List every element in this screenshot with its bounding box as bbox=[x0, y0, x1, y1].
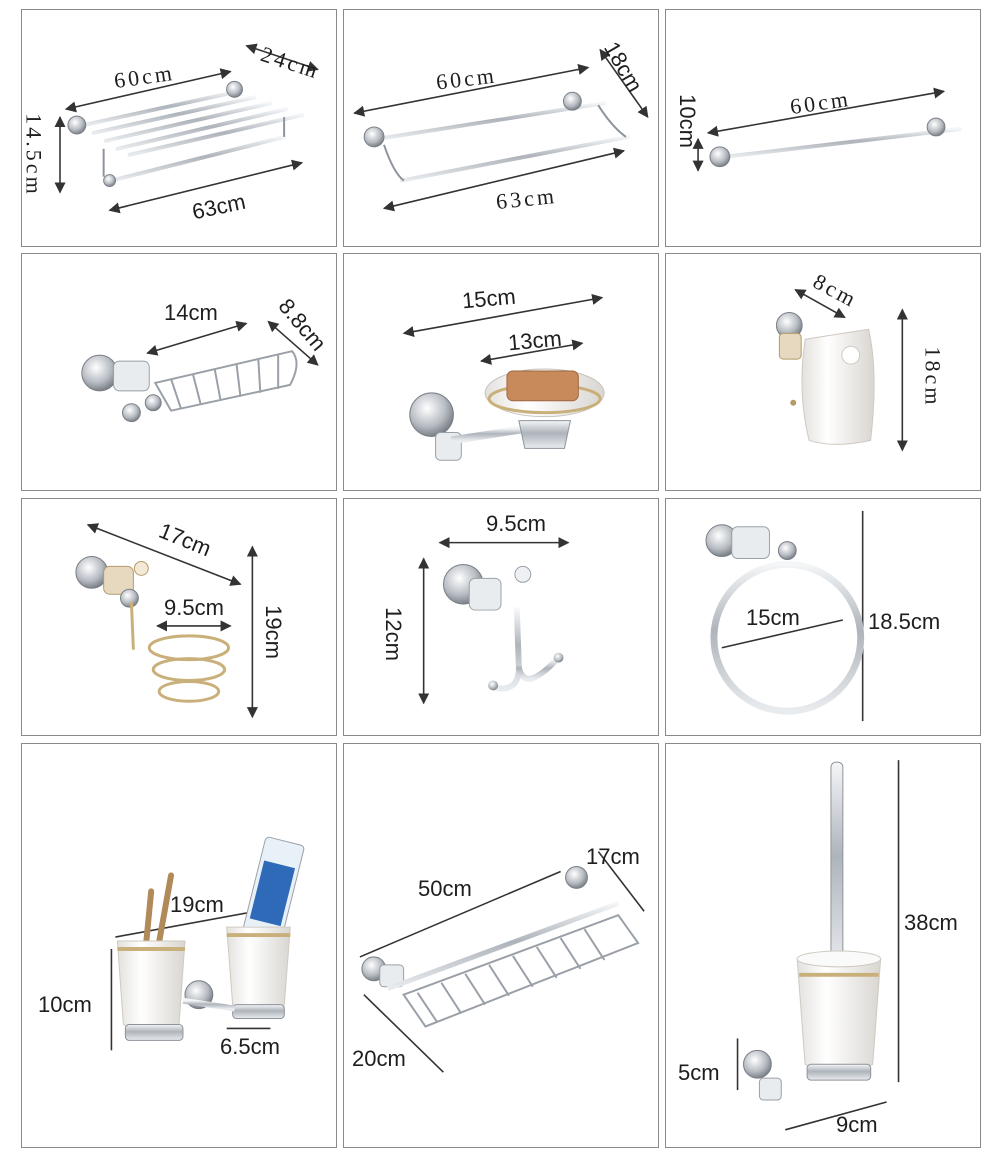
dimension-label: 19cm bbox=[260, 605, 286, 659]
dimension-label: 38cm bbox=[904, 910, 958, 935]
hair-dryer-holder-image bbox=[75, 523, 258, 719]
product-cell-towel-rack-shelf: 60cm 24cm 14.5cm 63cm bbox=[21, 9, 337, 247]
dimension-label: 15cm bbox=[460, 283, 517, 314]
product-cell-hair-dryer-holder: 17cm 9.5cm 19cm bbox=[21, 498, 337, 736]
dimension-label: 20cm bbox=[352, 1046, 406, 1071]
product-cell-ceramic-soap-dish: 15cm 13cm bbox=[343, 253, 659, 491]
product-cell-shower-basket: 50cm 17cm 20cm bbox=[343, 743, 659, 1148]
product-cell-robe-hook: 9.5cm 12cm bbox=[343, 498, 659, 736]
dimension-label: 9.5cm bbox=[164, 595, 224, 620]
product-cell-wire-soap-basket: 14cm 8.8cm bbox=[21, 253, 337, 491]
dimension-label: 17cm bbox=[586, 844, 640, 869]
dimension-label: 19cm bbox=[170, 892, 224, 917]
product-cell-towel-ring: 15cm 18.5cm bbox=[665, 498, 981, 736]
product-cell-toilet-paper-holder: 8cm 18cm bbox=[665, 253, 981, 491]
shower-basket-image bbox=[359, 851, 645, 1073]
double-towel-bar-image bbox=[353, 48, 649, 212]
wire-soap-basket-image bbox=[81, 320, 319, 423]
dimension-label: 13cm bbox=[506, 325, 563, 356]
robe-hook-image bbox=[418, 537, 570, 705]
dimension-label: 18.5cm bbox=[868, 609, 941, 634]
dimension-label: 6.5cm bbox=[220, 1034, 280, 1059]
dimension-label: 18cm bbox=[920, 346, 946, 408]
product-cell-double-tumbler-holder: 19cm 10cm 6.5cm bbox=[21, 743, 337, 1148]
dimension-label: 12cm bbox=[380, 607, 406, 661]
dimension-label: 14.5cm bbox=[21, 113, 47, 197]
towel-rack-shelf-image bbox=[54, 43, 319, 214]
dimension-label: 5cm bbox=[678, 1060, 720, 1085]
ceramic-soap-dish-image bbox=[402, 293, 605, 461]
dimension-label: 9cm bbox=[836, 1112, 878, 1137]
product-cell-single-towel-bar: 60cm 10cm bbox=[665, 9, 981, 247]
toilet-brush-holder-image bbox=[736, 760, 900, 1131]
dimension-label: 9.5cm bbox=[486, 511, 546, 536]
dimension-label: 10cm bbox=[38, 992, 92, 1017]
dimension-label: 14cm bbox=[164, 300, 218, 325]
single-towel-bar-image bbox=[692, 87, 962, 172]
double-tumbler-holder-image bbox=[110, 836, 305, 1051]
dimension-label: 15cm bbox=[746, 605, 800, 630]
dimension-label: 10cm bbox=[674, 94, 700, 148]
towel-ring-image bbox=[705, 510, 865, 722]
dimension-label: 50cm bbox=[418, 876, 472, 901]
product-cell-toilet-brush-holder: 38cm 5cm 9cm bbox=[665, 743, 981, 1148]
product-cell-double-towel-bar: 60cm 18cm 63cm bbox=[343, 9, 659, 247]
toilet-paper-holder-image bbox=[775, 289, 908, 452]
